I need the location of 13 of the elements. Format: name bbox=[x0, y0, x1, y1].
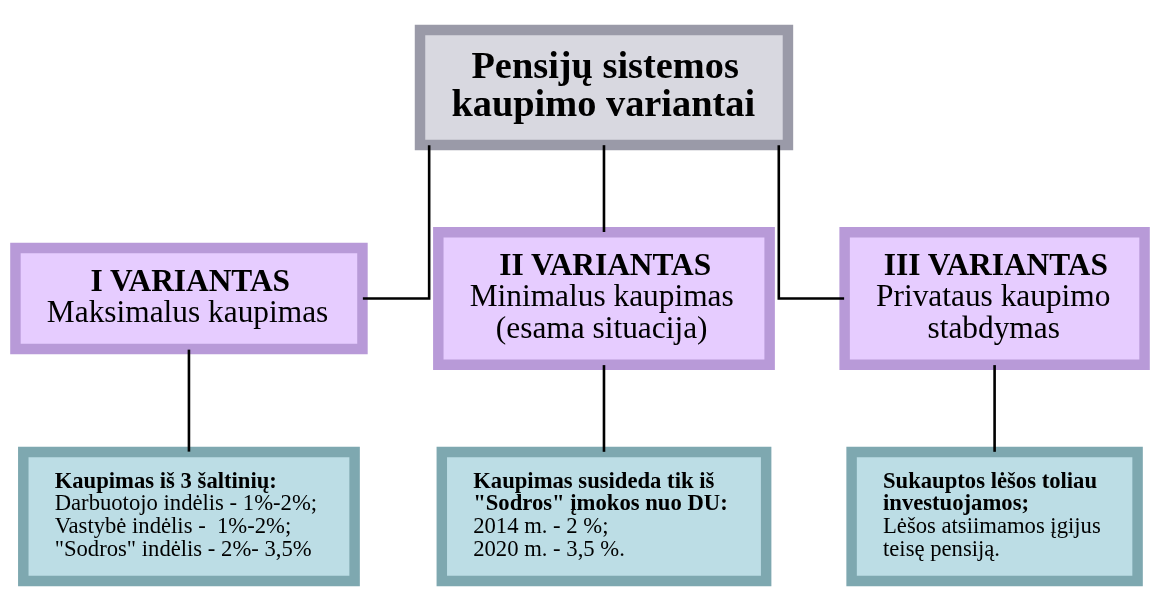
connector bbox=[602, 365, 606, 452]
node-box: Sukauptos lėšos toliau investuojamos; Lėšos atsiimamos įgijus teisę pensiją. bbox=[846, 446, 1143, 587]
connector bbox=[993, 365, 996, 452]
connector bbox=[362, 145, 431, 300]
node-box: II VARIANTAS Minimalus kaupimas (esama situacija) bbox=[433, 227, 775, 371]
connector bbox=[602, 145, 606, 232]
node-box: Pensijų sistemos kaupimo variantai bbox=[414, 24, 794, 151]
connector bbox=[187, 349, 191, 452]
node-box: I VARIANTAS Maksimalus kaupimas bbox=[10, 242, 368, 355]
node-box: Kaupimas iš 3 šaltinių: Darbuotojo indėlis - 1%-2%; Vastybė indėlis - 1%-2%; "Sodros" indėlis - 2%- 3,5% bbox=[18, 446, 360, 587]
connector bbox=[777, 145, 845, 300]
node-box: Kaupimas susideda tik iš "Sodros" įmokos nuo DU: 2014 m. - 2 %; 2020 m. - 3,5 %. bbox=[436, 446, 772, 587]
node-box: III VARIANTAS Privataus kaupimo stabdymas bbox=[839, 227, 1150, 371]
